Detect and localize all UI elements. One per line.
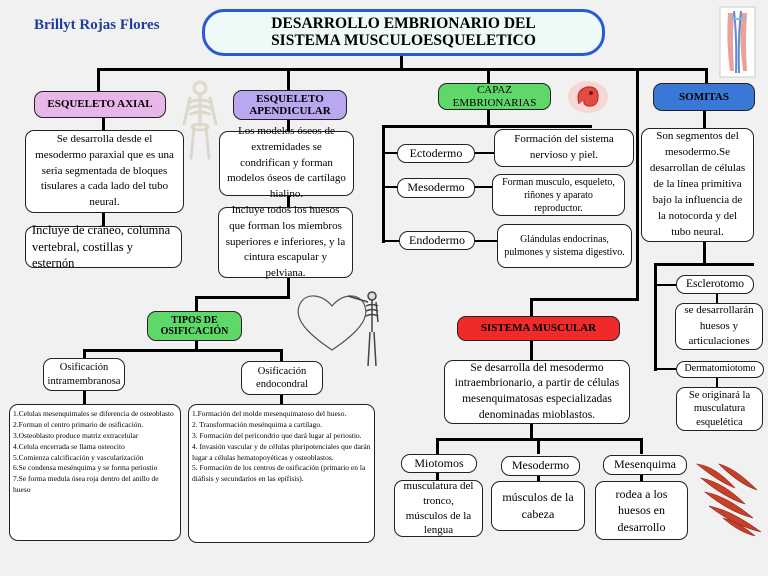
apendicular-label: ESQUELETO APENDICULAR [233,90,347,120]
connector [530,298,639,301]
connector [537,438,540,454]
connector [287,118,290,132]
step: 6.Se condensa mesénquima y se forma peri… [13,463,158,473]
connector [382,152,398,154]
step: 7.Se forma medula ósea roja dentro del a… [13,474,159,495]
intramembranosa-steps: 1.Celulas mesenquimales se diferencia de… [9,404,181,541]
connector [487,68,490,84]
somitas-description: Son segmentos del mesodermo.Se desarroll… [641,128,754,242]
axial-includes: Incluye de cráneo, columna vertebral, co… [25,223,182,270]
axial-description: Se desarrolla desde el mesodermo paraxia… [25,130,184,213]
esclerotomo-desc: se desarrollarán huesos y articulaciones [675,303,763,350]
endodermo-desc: Glándulas endocrinas, pulmones y sistema… [497,224,632,268]
connector [287,68,290,91]
page-title: DESARROLLO EMBRIONARIO DEL SISTEMA MUSCU… [202,9,605,56]
connector [97,68,707,71]
connector [280,349,283,361]
author-name: Brillyt Rojas Flores [34,17,160,33]
dermatomiotomo-desc: Se originará la musculatura esquelética [676,387,763,431]
mesenquima-desc: rodea a los huesos en desarrollo [595,481,688,540]
connector [475,186,493,188]
endocondral-steps: 1.Formación del molde mesenquimatoso del… [188,404,375,543]
dermatomiotomo-label: Dermatomiotomo [676,361,764,378]
connector [102,212,105,226]
connector [382,125,592,128]
mesodermo-muscular-desc: músculos de la cabeza [491,481,585,531]
step: 4.Celula encerrada se llama osteocito [13,441,125,451]
mesodermo-muscular-label: Mesodermo [501,456,580,476]
axial-label: ESQUELETO AXIAL [34,91,166,118]
miotomos-label: Miotomos [401,454,477,473]
connector [83,349,86,359]
miotomos-desc: musculatura del tronco, músculos de la l… [394,480,483,537]
connector [475,152,495,154]
connector [195,296,198,312]
apendicular-includes: Incluye todos los huesos que forman los … [218,204,353,279]
connector [654,284,676,286]
muscle-fibers-icon [696,463,762,537]
step: 1.Celulas mesenquimales se diferencia de… [13,409,174,418]
connector [382,125,385,243]
connector [530,423,533,440]
connector [530,341,533,361]
muscular-label: SISTEMA MUSCULAR [457,316,620,341]
connector [640,438,643,454]
step: 2. Transformación mesénquima a cartílago… [192,419,322,429]
connector [102,117,105,131]
connector [716,377,718,387]
ectodermo-label: Ectodermo [397,144,475,163]
connector [703,110,706,128]
muscular-description: Se desarrolla del mesodermo intraembrion… [444,360,630,424]
heart-skeleton-icon [297,291,379,367]
embryo-icon [568,81,608,113]
endodermo-label: Endodermo [399,231,475,250]
capas-label: CAPAZ EMBRIONARIAS [438,83,551,110]
connector [436,438,439,454]
mesodermo-desc: Forman musculo, esqueleto, riñones y apa… [492,174,625,216]
step: 4. Invasión vascular y de células plurip… [192,441,371,462]
connector [382,186,398,188]
intramembranosa-label: Osificación intramembranosa [43,358,125,391]
connector [705,68,708,84]
connector [475,240,498,242]
connector [287,195,290,207]
connector [640,474,643,483]
osificacion-label: TIPOS DE OSIFICACIÓN [147,311,242,341]
step: 1.Formación del molde mesenquimatoso del… [192,409,347,418]
connector [83,349,283,352]
step: 3.Osteoblasto produce matriz extracelula… [13,430,139,440]
step: 5. Formación de los centros de osificaci… [192,463,366,484]
connector [195,296,290,299]
esclerotomo-label: Esclerotomo [676,275,754,294]
connector [716,294,718,304]
mesenquima-label: Mesenquima [603,455,687,475]
connector [487,109,490,126]
connector [382,240,400,242]
connector [530,298,533,318]
connector [654,263,657,371]
apendicular-description: Los modelos óseos de extremidades se con… [219,125,354,200]
connector [97,68,100,93]
skeleton-icon [182,80,218,160]
connector [280,395,283,405]
step: 2.Forman el centro primario de osificaci… [13,419,144,429]
connector [654,368,676,370]
endocondral-label: Osificación endocondral [241,361,323,395]
step: 3. Formación del pericondrio que dará lu… [192,430,362,440]
connector [195,340,198,350]
connector [537,475,540,483]
mesodermo-label: Mesodermo [397,178,475,198]
step: 5.Comienza calcificación y vascularizaci… [13,452,144,462]
connector [83,390,86,404]
connector [436,472,439,482]
spine-icon [719,6,756,78]
connector [654,263,754,266]
connector [287,278,290,298]
connector [636,68,639,300]
connector [400,55,403,70]
ectodermo-desc: Formación del sistema nervioso y piel. [494,129,634,167]
somitas-label: SOMITAS [653,83,755,111]
connector [703,241,706,265]
